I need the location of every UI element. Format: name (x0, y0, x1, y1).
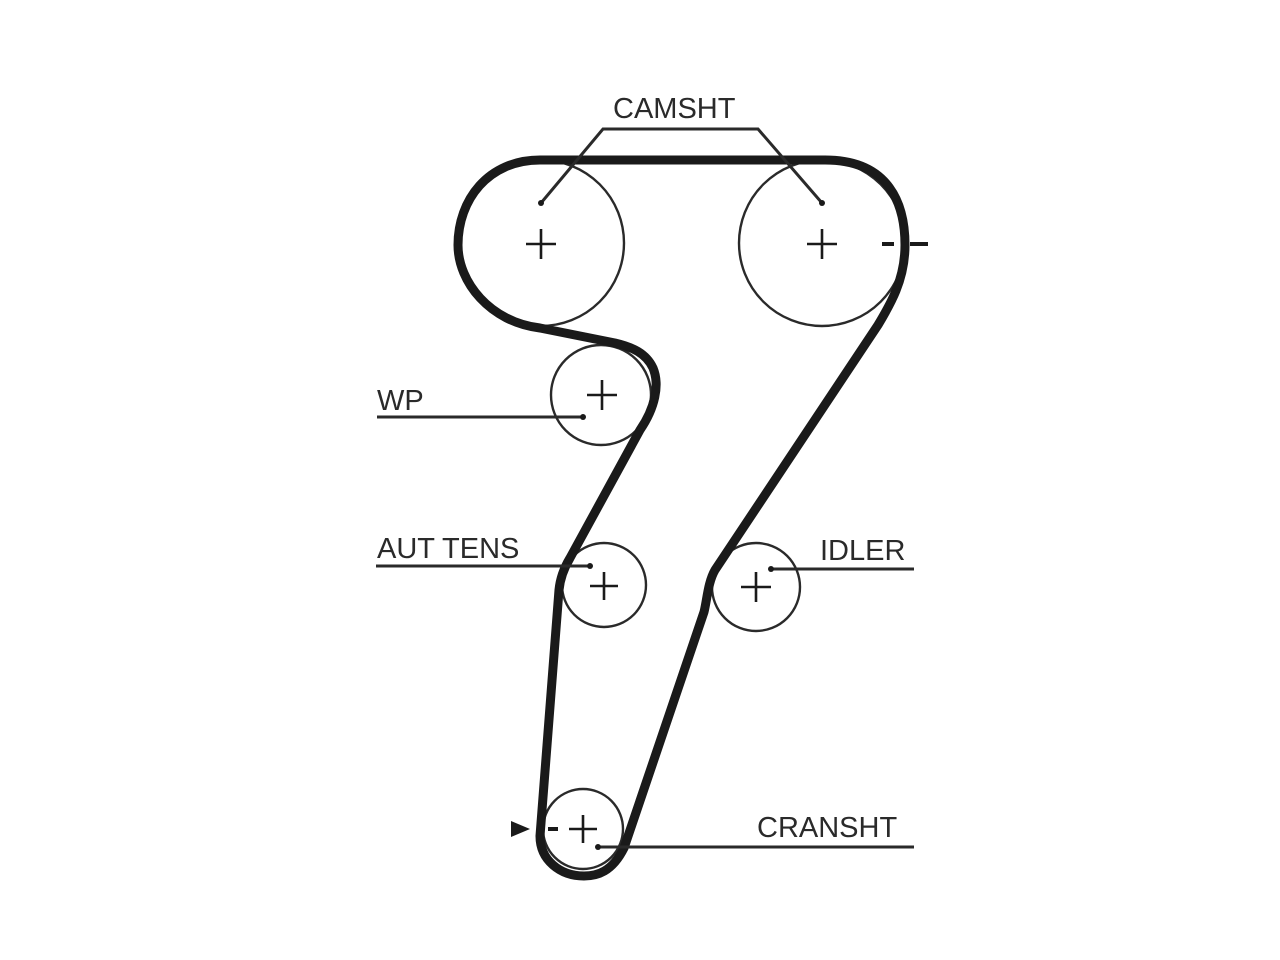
water-pump-leader (377, 414, 586, 420)
camshaft-label: CAMSHT (613, 93, 736, 125)
camshaft-leader (538, 127, 825, 206)
crankshaft-timing-mark (511, 821, 558, 837)
crankshaft-label: CRANSHT (757, 812, 897, 844)
auto-tensioner-label: AUT TENS (377, 533, 519, 565)
idler-label: IDLER (820, 535, 905, 567)
crankshaft-leader (595, 844, 914, 850)
idler-leader (768, 566, 914, 572)
timing-belt (453, 155, 910, 881)
water-pump-label: WP (377, 385, 424, 417)
auto-tensioner-leader (376, 563, 593, 569)
camshaft-pulley-right (737, 158, 907, 328)
